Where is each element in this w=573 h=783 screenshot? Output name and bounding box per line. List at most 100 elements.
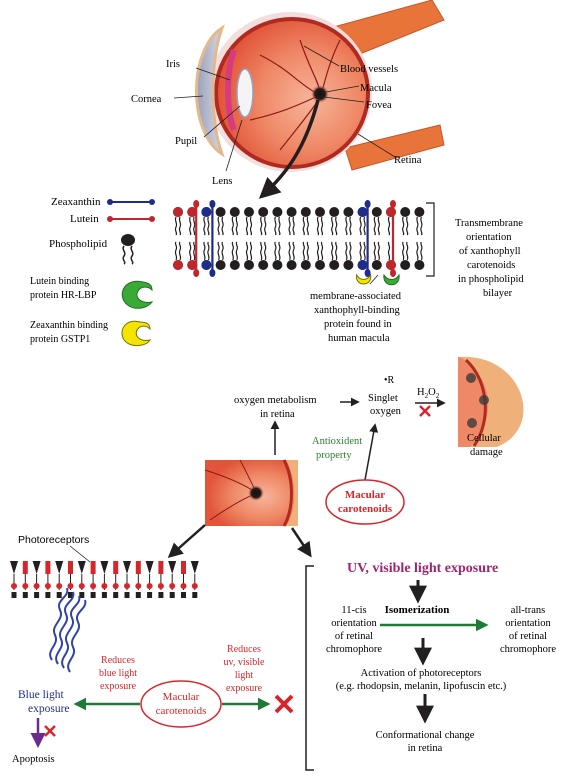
singlet-oxygen-line2: oxygen bbox=[370, 406, 402, 417]
photoreceptor-outer-segment bbox=[123, 561, 131, 574]
antioxidant-line1: Antioxident bbox=[312, 436, 362, 447]
reduces-uv-line3: light bbox=[235, 670, 254, 681]
phospholipid-icon bbox=[121, 234, 135, 246]
blue-light-exposure-line1: Blue light bbox=[18, 689, 64, 701]
photoreceptor-outer-segment bbox=[10, 561, 18, 574]
phospholipid-head-bottom bbox=[244, 260, 254, 270]
radical-label: •R bbox=[384, 375, 395, 386]
macular-carotenoids-bottom-line1: Macular bbox=[163, 691, 200, 703]
transmembrane-line4: carotenoids bbox=[467, 260, 515, 271]
cis-line3: of retinal bbox=[335, 631, 373, 642]
legend-gstp1-line2: protein GSTP1 bbox=[30, 334, 90, 345]
membrane-bracket bbox=[426, 202, 435, 277]
phospholipid-head-top bbox=[286, 207, 297, 217]
photoreceptor-outer-segment bbox=[113, 561, 119, 574]
photoreceptor-outer-segment bbox=[190, 561, 199, 574]
transmembrane-line1: Transmembrane bbox=[455, 218, 523, 229]
macula-to-membrane-arrow bbox=[258, 99, 320, 199]
photoreceptor-outer-segment bbox=[135, 561, 141, 574]
antioxidant-line2: property bbox=[316, 450, 352, 461]
phospholipid-head-bottom bbox=[300, 260, 311, 270]
trans-line3: of retinal bbox=[509, 631, 547, 642]
photoreceptor-outer-segment bbox=[90, 561, 96, 574]
branch-arrows bbox=[167, 524, 312, 558]
reduces-uv-line2: uv, visible bbox=[223, 657, 265, 668]
legend-gstp1-line1: Zeaxanthin binding bbox=[30, 320, 108, 331]
transmembrane-line6: bilayer bbox=[483, 288, 513, 299]
activation-line2: (e.g. rhodopsin, melanin, lipofuscin etc… bbox=[336, 681, 507, 692]
phospholipid-head-top bbox=[329, 207, 340, 217]
phospholipid-head-top bbox=[300, 207, 311, 217]
blue-light-exposure-line2: exposure bbox=[28, 703, 70, 715]
gstp1-icon bbox=[121, 320, 151, 347]
phospholipid-head-bottom bbox=[215, 260, 226, 270]
cellular-damage-line2: damage bbox=[470, 447, 503, 458]
transmembrane-line3: of xanthophyll bbox=[459, 246, 521, 257]
phospholipid-head-bottom bbox=[229, 260, 240, 270]
phospholipid-head-bottom bbox=[286, 260, 297, 270]
reduces-uv-line4: exposure bbox=[226, 683, 263, 694]
reduces-blue-line3: exposure bbox=[100, 681, 137, 692]
phospholipid-head-bottom bbox=[258, 260, 269, 270]
oxidation-blocked-x-icon bbox=[419, 405, 431, 417]
conformational-line1: Conformational change bbox=[376, 730, 475, 741]
phospholipid-head-bottom bbox=[414, 260, 425, 270]
label-blood-vessels: Blood vessels bbox=[340, 64, 398, 75]
phospholipid-head-top bbox=[215, 207, 226, 217]
photoreceptor-outer-segment bbox=[145, 561, 154, 574]
phospholipid-head-top bbox=[244, 207, 254, 217]
photoreceptor-outer-segment bbox=[68, 561, 73, 574]
photoreceptor-outer-segment bbox=[181, 561, 186, 574]
legend-phospholipid-label: Phospholipid bbox=[49, 238, 108, 250]
phospholipid-head-top bbox=[258, 207, 269, 217]
phospholipid-head-bottom bbox=[315, 260, 325, 270]
hr-lbp-protein-icon bbox=[383, 273, 400, 286]
legend-zeaxanthin-label: Zeaxanthin bbox=[51, 196, 101, 208]
trans-line2: orientation bbox=[505, 618, 551, 629]
macular-carotenoids-badge-bottom bbox=[140, 680, 222, 728]
binding-protein-line2: xanthophyll-binding bbox=[314, 305, 400, 316]
label-cornea: Cornea bbox=[131, 94, 162, 105]
binding-protein-line4: human macula bbox=[328, 333, 390, 344]
binding-protein-line1: membrane-associated bbox=[310, 291, 402, 302]
blue-light-waves-icon bbox=[49, 587, 87, 673]
eye-labels bbox=[173, 45, 396, 172]
oxidation-arrows bbox=[270, 397, 446, 481]
phospholipid-head-top bbox=[400, 207, 411, 217]
photoreceptor-row bbox=[10, 561, 199, 598]
reduces-blue-line1: Reduces bbox=[101, 655, 135, 666]
reduces-uv-line1: Reduces bbox=[227, 644, 261, 655]
label-retina: Retina bbox=[394, 155, 422, 166]
conformational-line2: in retina bbox=[408, 743, 443, 754]
label-pupil: Pupil bbox=[175, 136, 197, 147]
label-macula: Macula bbox=[360, 83, 392, 94]
apoptosis-blocked-x-icon bbox=[44, 725, 56, 737]
uv-pathway-title: UV, visible light exposure bbox=[347, 561, 498, 576]
photoreceptor-outer-segment bbox=[32, 561, 41, 574]
uv-blocked-x-icon bbox=[274, 694, 294, 714]
photoreceptor-outer-segment bbox=[100, 561, 109, 574]
uv-pathway-bracket bbox=[305, 565, 314, 771]
label-iris: Iris bbox=[166, 59, 180, 70]
phospholipid-head-bottom bbox=[371, 260, 382, 270]
phospholipid-head-top bbox=[229, 207, 240, 217]
trans-line4: chromophore bbox=[500, 644, 556, 655]
reduces-blue-line2: blue light bbox=[99, 668, 137, 679]
oxygen-metabolism-line2: in retina bbox=[260, 409, 295, 420]
label-fovea: Fovea bbox=[366, 100, 392, 111]
photoreceptor-outer-segment bbox=[55, 561, 64, 574]
activation-line1: Activation of photoreceptors bbox=[361, 668, 482, 679]
hr-lbp-icon bbox=[121, 280, 154, 309]
photoreceptors-label: Photoreceptors bbox=[18, 534, 89, 546]
legend-hr-lbp-line1: Lutein binding bbox=[30, 276, 89, 287]
phospholipid-head-top bbox=[272, 207, 283, 217]
oxygen-metabolism-line1: oxygen metabolism bbox=[234, 395, 317, 406]
retina-thumbnail bbox=[204, 459, 298, 527]
photoreceptor-outer-segment bbox=[158, 561, 164, 574]
apoptosis-label: Apoptosis bbox=[12, 754, 55, 765]
cellular-damage-retina-image bbox=[458, 356, 524, 447]
phospholipid-head-bottom bbox=[400, 260, 411, 270]
photoreceptor-outer-segment bbox=[22, 561, 28, 574]
singlet-oxygen-line1: Singlet bbox=[368, 393, 398, 404]
